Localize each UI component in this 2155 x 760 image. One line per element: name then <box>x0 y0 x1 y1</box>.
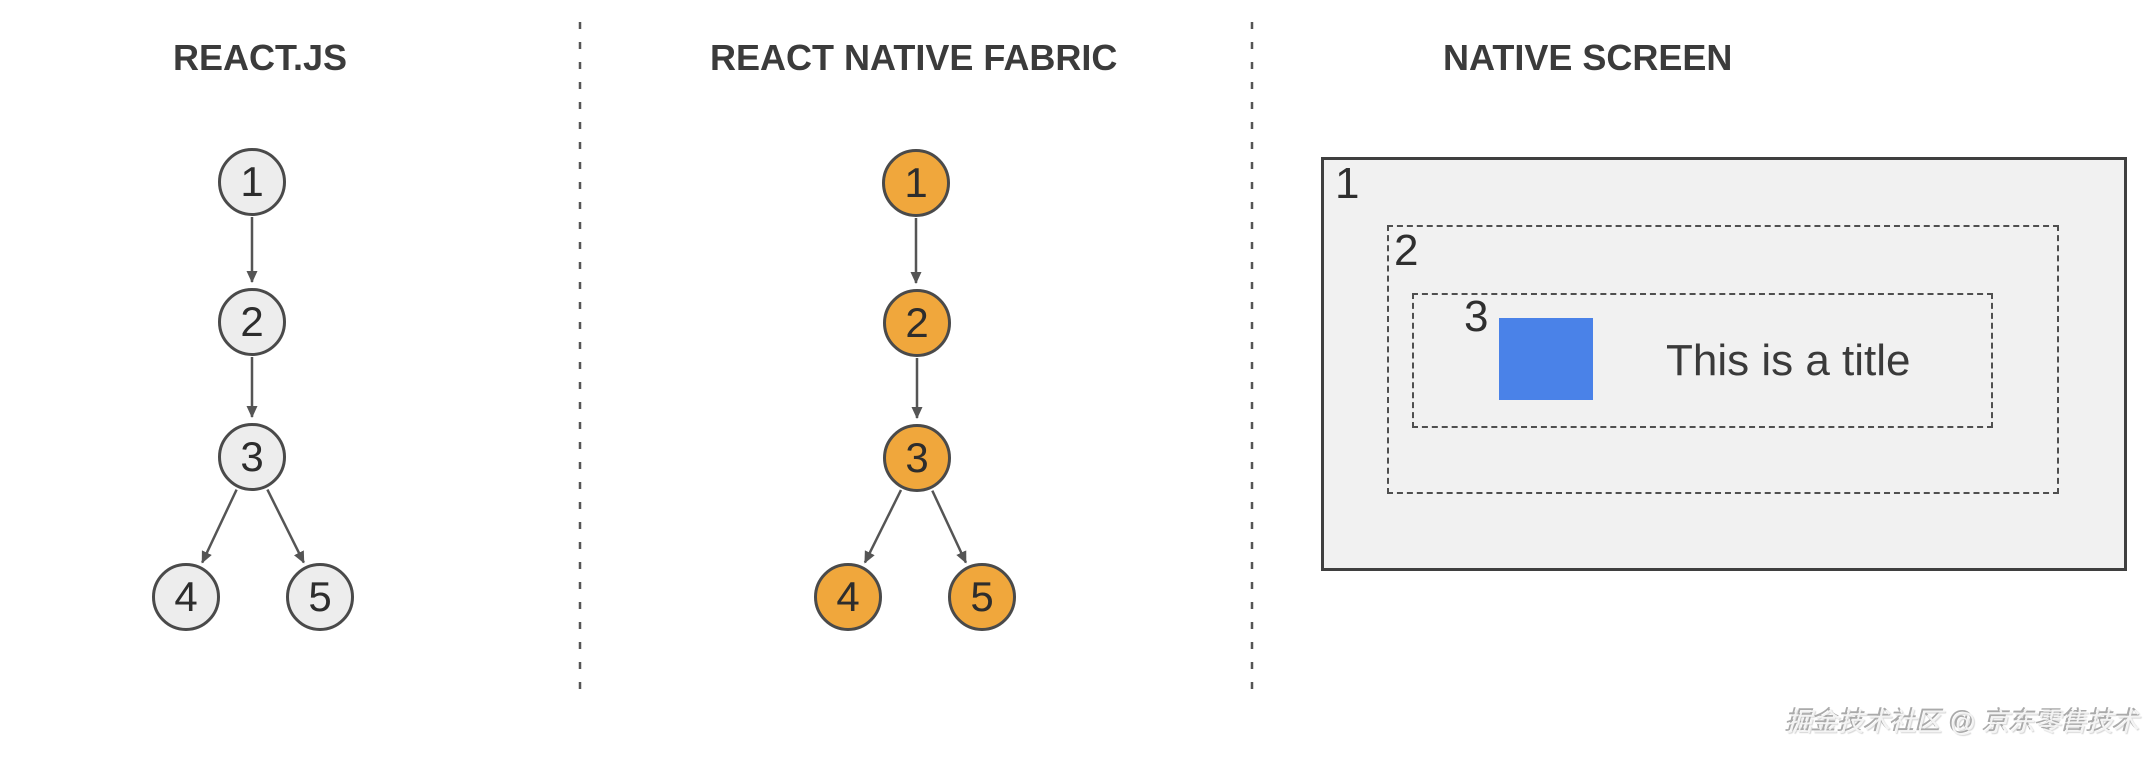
native-view-label-3: 3 <box>1464 292 1489 341</box>
reactjs-node-1: 1 <box>218 148 286 216</box>
arrow-reactjs-3-5 <box>266 489 305 564</box>
native-view-2: 2 3 This is a title <box>1387 225 2059 494</box>
fabric-node-2: 2 <box>883 289 951 357</box>
native-view-3: 3 This is a title <box>1412 293 1993 428</box>
watermark-text: 掘金技术社区 @ 京东零售技术 <box>1786 707 2139 737</box>
arrow-reactjs-3-4 <box>201 489 238 564</box>
fabric-node-3: 3 <box>883 424 951 492</box>
native-title-text: This is a title <box>1666 335 1911 385</box>
section-title-fabric: REACT NATIVE FABRIC <box>710 37 1118 78</box>
native-view-label-2: 2 <box>1394 226 1419 275</box>
arrow-fabric-3-5 <box>931 490 968 564</box>
reactjs-node-3: 3 <box>218 423 286 491</box>
native-screen-box: 1 2 3 This is a title <box>1321 157 2127 571</box>
fabric-node-4: 4 <box>814 563 882 631</box>
fabric-node-1: 1 <box>882 149 950 217</box>
reactjs-node-5: 5 <box>286 563 354 631</box>
fabric-node-5: 5 <box>948 563 1016 631</box>
arrow-fabric-3-4 <box>863 489 903 564</box>
section-title-native-screen: NATIVE SCREEN <box>1443 37 1733 78</box>
image-placeholder <box>1499 318 1593 400</box>
reactjs-node-2: 2 <box>218 288 286 356</box>
section-title-reactjs: REACT.JS <box>173 37 348 78</box>
native-view-label-1: 1 <box>1335 159 1360 208</box>
reactjs-node-4: 4 <box>152 563 220 631</box>
